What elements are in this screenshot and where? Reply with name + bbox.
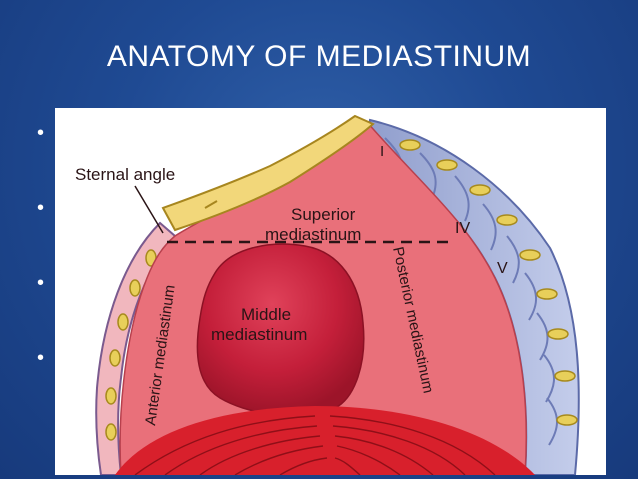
- mediastinum-diagram: Sternal angle Superior mediastinum Middl…: [55, 108, 606, 475]
- costal-cartilages: [105, 249, 157, 441]
- diaphragm: [115, 406, 535, 475]
- bullet-4: •: [37, 347, 45, 369]
- label-superior-line2: mediastinum: [265, 225, 361, 244]
- sternal-angle-pointer: [134, 185, 164, 234]
- label-rib-iv: IV: [455, 220, 470, 237]
- slide-title: ANATOMY OF MEDIASTINUM: [106, 40, 532, 73]
- bullet-1: •: [37, 122, 45, 144]
- label-rib-i: I: [380, 143, 384, 160]
- rib-heads: [399, 139, 578, 426]
- chest-wall: [95, 221, 177, 475]
- vertebra-segments: [384, 137, 558, 446]
- mediastinum-illustration: Sternal angle Superior mediastinum Middl…: [75, 114, 580, 475]
- bullet-3: •: [37, 272, 45, 294]
- label-superior-line1: Superior: [291, 205, 356, 224]
- sternal-joint: [204, 200, 218, 209]
- label-middle-line1: Middle: [241, 305, 291, 324]
- label-sternal-angle: Sternal angle: [75, 165, 175, 184]
- bullet-2: •: [37, 197, 45, 219]
- diaphragm-fibers: [134, 415, 496, 475]
- label-middle-line2: mediastinum: [211, 325, 307, 344]
- label-rib-v: V: [497, 260, 508, 277]
